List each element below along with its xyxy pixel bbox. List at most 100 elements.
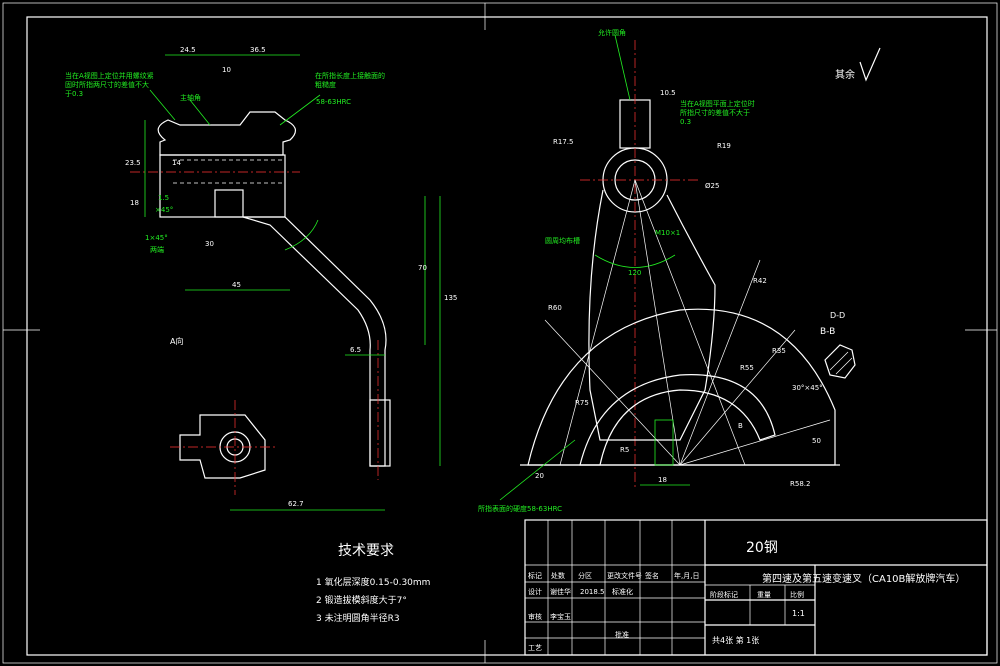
right-note-2-box: 当在A视图平面上定位时所指尺寸的差值不大于0.3 (680, 100, 755, 126)
tb-r0c2: 分区 (578, 571, 592, 580)
leader-allow-fillet (614, 34, 631, 101)
tb-r3c3: 批准 (615, 630, 629, 639)
dim-1-5: 1.5 (158, 194, 169, 202)
dim-135: 135 (444, 294, 457, 302)
dim-36-5: 36.5 (250, 46, 266, 54)
left-note-2: 在所指长度上接触面的粗糙度 (315, 72, 385, 89)
rdim-r60: R60 (548, 304, 562, 312)
rdim-r5: R5 (620, 446, 629, 454)
tb-part-name: 第四速及第五速变速叉（CA10B解放牌汽车） (762, 572, 965, 585)
dim-30: 30 (205, 240, 214, 248)
radius-line-1 (544, 319, 681, 466)
fork-head-outline (157, 111, 296, 156)
radius-line-7 (634, 179, 746, 466)
dim-18: 18 (130, 199, 139, 207)
right-section-angle: 30°×45° (792, 384, 823, 392)
dim-1x45: 1×45° (145, 234, 168, 242)
radius-line-6 (559, 179, 636, 466)
arm-tip (369, 399, 391, 467)
tech-item-2: 2 锻造拔模斜度大于7° (316, 594, 407, 606)
left-note-4: 主轴角 (180, 93, 201, 102)
rdim-r58-2: R58.2 (790, 480, 810, 488)
left-note-1: 当在A视图上定位并用螺纹紧固时所指两尺寸的差值不大于0.3 (65, 72, 154, 98)
dim-23-5: 23.5 (125, 159, 141, 167)
tb-r1c3: 标准化 (612, 587, 633, 596)
leader-note1 (149, 89, 176, 121)
rdim-o25: Ø25 (705, 182, 719, 190)
rdim-b: B (738, 422, 743, 430)
front-view (130, 54, 441, 511)
tb-scale: 1:1 (792, 609, 805, 618)
tb-r1c0: 设计 (528, 587, 542, 596)
rdim-10-5: 10.5 (660, 89, 676, 97)
roughness-label: 其余 (835, 68, 855, 81)
left-note-3: 58-63HRC (316, 98, 351, 106)
dd-hatch-2 (835, 357, 853, 375)
angle-arc-120 (594, 254, 676, 268)
roughness-symbol (859, 47, 881, 82)
rdim-m10: M10×1 (655, 229, 680, 237)
dim-x45: ×45° (155, 206, 173, 214)
rdim-r19: R19 (717, 142, 731, 150)
right-note-2: 当在A视图平面上定位时所指尺寸的差值不大于0.3 (680, 100, 755, 126)
right-note-5: D-D (830, 311, 845, 320)
radius-line-3 (679, 329, 796, 466)
tb-r1c1: 谢佳华 (550, 587, 571, 596)
dim-14: 14 (172, 159, 181, 167)
tb-r3c0: 工艺 (528, 644, 542, 652)
leader-note4 (189, 99, 211, 126)
tb-r0c1: 处数 (551, 571, 565, 580)
tb-scale-label: 比例 (790, 590, 804, 599)
dim-10: 10 (222, 66, 231, 74)
left-note-1-box: 当在A视图上定位并用螺纹紧固时所指两尺寸的差值不大于0.3 (65, 72, 154, 98)
boss-section (214, 189, 244, 218)
view-dd-label: B-B (820, 327, 835, 337)
tb-r0c0: 标记 (528, 571, 542, 580)
dim-both-ends: 两端 (150, 245, 164, 254)
a-view (170, 400, 275, 495)
dd-section-shape (824, 344, 856, 379)
tech-item-1: 1 氧化层深度0.15-0.30mm (316, 576, 430, 588)
inner-border (26, 16, 988, 656)
tb-r2c0: 审核 (528, 612, 542, 621)
tb-sheets: 共4张 第 1张 (712, 635, 759, 645)
a-view-outline (179, 414, 266, 479)
tech-item-3: 3 未注明圆角半径R3 (316, 612, 400, 624)
angle-arc-90 (284, 219, 319, 251)
tb-r2c1: 李宝玉 (550, 612, 571, 621)
fork-arm (242, 216, 387, 467)
dd-hatch-1 (829, 351, 849, 371)
slot-18 (654, 419, 674, 466)
rdim-120: 120 (628, 269, 641, 277)
dim-6-5: 6.5 (350, 346, 361, 354)
left-note-2-box: 在所指长度上接触面的粗糙度 (315, 72, 385, 89)
rdim-50: 50 (812, 437, 821, 445)
leader-hardness (499, 439, 576, 501)
right-note-4: 所指表面的硬度58-63HRC (478, 504, 562, 513)
rdim-18: 18 (658, 476, 667, 484)
rdim-r42: R42 (753, 277, 767, 285)
dim-62-7: 62.7 (288, 500, 304, 508)
fork-arc-inner (579, 374, 776, 466)
rdim-20: 20 (535, 472, 544, 480)
rdim-r35: R35 (772, 347, 786, 355)
radius-line-2 (679, 259, 761, 466)
rdim-r75: R75 (575, 399, 589, 407)
tb-r0c5: 年,月,日 (674, 571, 699, 580)
dim-70: 70 (418, 264, 427, 272)
rdim-r17-5: R17.5 (553, 138, 573, 146)
dim-45: 45 (232, 281, 241, 289)
tb-r0c3: 更改文件号 (607, 571, 642, 580)
tech-title: 技术要求 (338, 543, 394, 559)
dim-24-5: 24.5 (180, 46, 196, 54)
leader-note2 (279, 94, 321, 126)
tb-r0c4: 签名 (645, 571, 659, 580)
side-view (499, 34, 881, 501)
tb-weight-label: 重量 (757, 591, 771, 599)
rdim-r55: R55 (740, 364, 754, 372)
tb-r1c2: 2018.5 (580, 588, 605, 596)
tb-stage-label: 阶段标记 (710, 590, 738, 599)
right-note-1: 允许圆角 (598, 28, 626, 37)
